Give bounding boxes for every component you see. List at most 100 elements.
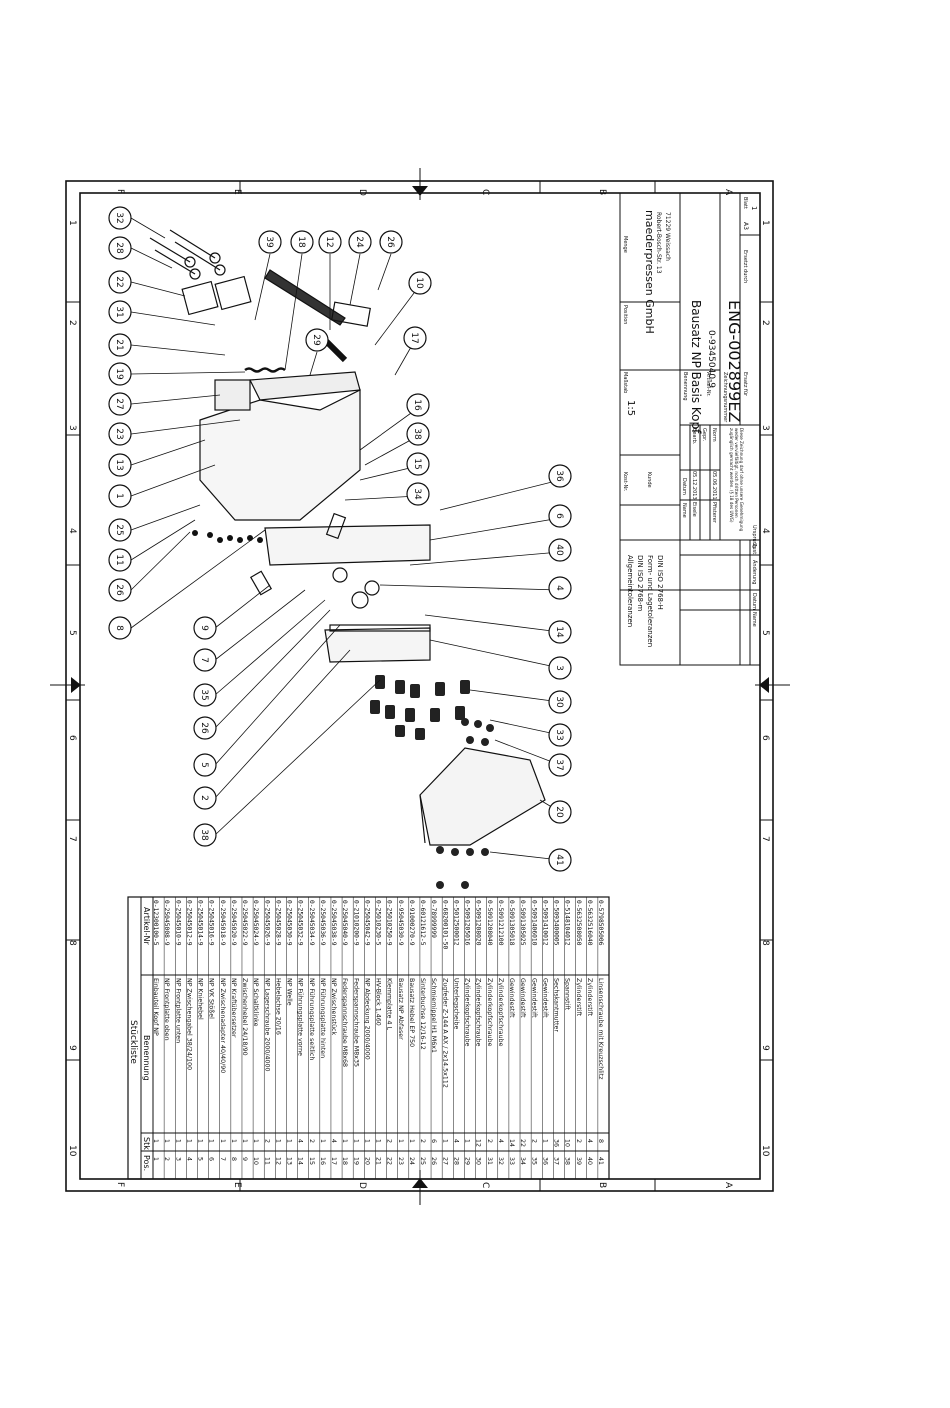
parts-list-cell: Federspannschraube M8x68 — [341, 978, 348, 1067]
parts-list-cell: 24 — [408, 1157, 415, 1165]
parts-list-cell: 31 — [486, 1157, 493, 1165]
balloon — [108, 206, 132, 230]
norm-date: 05.06.2011 — [711, 471, 717, 500]
parts-list-cell: 0-21010200-9 — [352, 900, 359, 946]
parts-list-cell: Schmiernippel H1 M6x1 — [430, 978, 437, 1053]
parts-list-cell: 0-25045010-9 — [174, 900, 181, 946]
parts-list-cell: 0-25045020-9 — [230, 900, 237, 946]
parts-list-header: Benennung — [142, 1035, 151, 1081]
balloon-number: 37 — [554, 759, 564, 770]
parts-list-cell: 20 — [363, 1157, 370, 1165]
clamp-plate-2 — [214, 275, 252, 311]
balloon-number: 3 — [554, 665, 564, 671]
parts-list-cell: 0-5091212100 — [497, 900, 504, 946]
label-zust: Zust. — [751, 543, 757, 556]
parts-list-cell: 10 — [564, 1139, 571, 1147]
balloon — [108, 333, 132, 357]
lever-handle — [264, 269, 346, 326]
balloon — [108, 548, 132, 572]
parts-list-cell: Gewindestift — [519, 978, 526, 1018]
parts-list-cell: 0-95045030-9 — [397, 900, 404, 946]
parts-list-cell: 0-25010250-9 — [386, 900, 393, 946]
parts-list-cell: 2 — [530, 1139, 537, 1143]
zone-number: 4 — [760, 528, 770, 534]
parts-list-cell: NP Zwischenadapter 40/40/90 — [219, 978, 226, 1073]
parts-list-cell: 14 — [508, 1139, 515, 1147]
zone-letter: A — [723, 1182, 733, 1189]
zone-letter: B — [597, 1182, 607, 1188]
label-menge: Menge — [622, 236, 628, 253]
parts-list-cell: Spannstift — [564, 978, 571, 1010]
parts-list-cell: 2 — [308, 1139, 315, 1143]
parts-list-cell: 0-5091205016 — [464, 900, 471, 946]
parts-list-title: Stückliste — [128, 1020, 138, 1064]
drawing-title: Bausatz NP Basis Kopf — [689, 300, 703, 434]
title-block-text: Menge maederpressen GmbH Robert-Bosch-St… — [622, 197, 758, 647]
balloon — [108, 484, 132, 508]
parts-list-cell: 0-25045026-9 — [263, 900, 270, 946]
pin-part — [249, 570, 273, 596]
parts-list-cell: NP Zwischenstück — [330, 978, 337, 1036]
balloon-number: 14 — [554, 626, 564, 638]
parts-list-cell: 1 — [152, 1139, 159, 1143]
label-artikelnr: Artikel-Nr. — [705, 372, 711, 397]
zone-number: 1 — [67, 220, 77, 226]
parts-list-cell: 36 — [541, 1157, 548, 1165]
balloon — [406, 482, 430, 506]
parts-list-cell: 0-5091208040 — [486, 900, 493, 946]
balloon — [548, 848, 572, 872]
balloon — [193, 616, 217, 640]
parts-list-cell: 0-25045022-9 — [241, 900, 248, 946]
zone-numbers-right: 1 2 3 4 5 6 7 8 9 10 — [760, 220, 770, 1157]
balloon — [348, 230, 372, 254]
balloon — [108, 422, 132, 446]
parts-list-cell: NP Zwischengabel 38/24/100 — [185, 978, 192, 1070]
parts-list-cell: 0-5091305018 — [508, 900, 515, 946]
parts-list-cell: Zylinderkopfschraube — [486, 978, 493, 1047]
parts-list-cell: NP Kniehebel — [197, 978, 204, 1020]
balloon-number: 31 — [114, 306, 124, 317]
label-datum-change: Datum — [751, 593, 757, 610]
balloon-number: 38 — [412, 428, 422, 440]
parts-list-cell: Sechskantmutter — [553, 978, 560, 1032]
balloon-number: 17 — [409, 332, 419, 343]
parts-list-cell: 0-5632508050 — [575, 900, 582, 946]
parts-list-cell: 0-5632516040 — [586, 900, 593, 946]
parts-list-cell: Einbauteil Kopf NP — [152, 978, 159, 1036]
balloon — [318, 230, 342, 254]
balloon — [108, 392, 132, 416]
parts-list-cell: 1 — [163, 1139, 170, 1143]
balloon-number: 8 — [114, 625, 124, 631]
balloon-number: 28 — [114, 242, 124, 254]
parts-list-cell: 0-91000270-9 — [408, 900, 415, 946]
parts-list-cell: 10 — [252, 1157, 259, 1165]
parts-list-cell: 1 — [341, 1139, 348, 1143]
balloon-number: 34 — [412, 488, 422, 500]
cylinder-screws — [370, 675, 470, 740]
balloon — [290, 230, 314, 254]
label-massstab: Maßstab — [622, 372, 628, 393]
zone-letter: F — [115, 1182, 125, 1187]
balloon — [548, 800, 572, 824]
zone-number: 1 — [760, 220, 770, 226]
parts-list-cell: 8 — [597, 1139, 604, 1143]
parts-list-cell: 0-25045024-9 — [252, 900, 259, 946]
parts-list-cell: Hebelachse 20/16 — [274, 978, 281, 1035]
label-kunde: Kunde — [646, 472, 652, 488]
parts-list-cell: 1 — [541, 1139, 548, 1143]
parts-list-cell: 0-5012500012 — [452, 900, 459, 946]
sheet-number: 1 — [750, 206, 758, 210]
parts-list-cell: 0-5091406010 — [530, 900, 537, 946]
cover-abdeckung — [419, 747, 546, 846]
zone-number: 7 — [760, 836, 770, 842]
scale-value: 1:5 — [625, 400, 636, 416]
balloon-number: 7 — [199, 657, 209, 663]
balloon — [408, 271, 432, 295]
parts-list-cell: 5 — [197, 1157, 204, 1161]
parts-list-cell: 0-25045038-9 — [330, 900, 337, 946]
parts-list-cell: 6 — [430, 1139, 437, 1143]
copyright-note: Diese Zeichnung darf ohne unsere Genehmi… — [729, 428, 744, 532]
parts-list-cell: 4 — [452, 1139, 459, 1143]
zone-number: 7 — [67, 836, 77, 842]
